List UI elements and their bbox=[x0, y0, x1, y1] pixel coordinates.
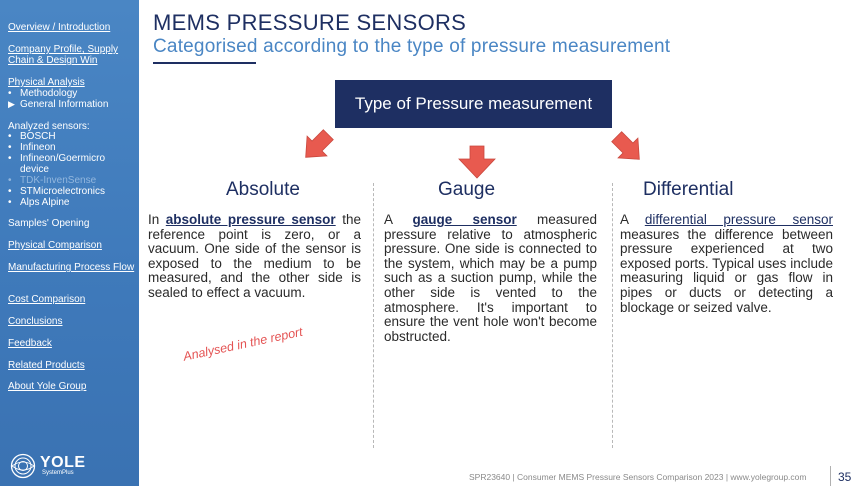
page-title: MEMS PRESSURE SENSORS bbox=[153, 10, 467, 35]
analyzed-sensors-list: • BOSCH • Infineon • Infineon/Goermicro dev… bbox=[8, 131, 136, 208]
nav-physical-analysis[interactable]: Physical Analysis bbox=[8, 77, 85, 88]
nav-general-information[interactable]: ▶ General Information bbox=[8, 99, 136, 110]
absolute-keyword: absolute pressure sensor bbox=[165, 212, 336, 227]
nav-cost-comparison[interactable]: Cost Comparison bbox=[8, 294, 86, 305]
nav-sensor-infineon-goermicro[interactable]: • Infineon/Goermicro device bbox=[8, 153, 136, 175]
nav-feedback[interactable]: Feedback bbox=[8, 338, 52, 349]
nav-sensor-label: Infineon bbox=[20, 142, 56, 153]
nav-sensor-label: BOSCH bbox=[20, 131, 56, 142]
bullet: • bbox=[8, 142, 12, 153]
text-segment: measures the difference between pressure… bbox=[620, 226, 833, 315]
absolute-description: In absolute pressure sensor the referenc… bbox=[148, 212, 361, 301]
nav-sensor-label: Alps Alpine bbox=[20, 197, 70, 208]
differential-keyword: differential pressure sensor bbox=[644, 212, 833, 227]
column-divider bbox=[612, 183, 613, 448]
bullet: • bbox=[8, 131, 12, 142]
nav-conclusions[interactable]: Conclusions bbox=[8, 316, 63, 327]
nav-sensor-label: Infineon/Goermicro device bbox=[20, 153, 106, 175]
page-number: 35 bbox=[838, 470, 852, 484]
analysed-in-report-stamp: Analysed in the report bbox=[182, 324, 304, 364]
yole-logo-icon bbox=[10, 453, 36, 479]
nav-general-information-label: General Information bbox=[20, 99, 109, 110]
absolute-title: Absolute bbox=[226, 179, 300, 200]
nav-company-profile[interactable]: Company Profile, Supply Chain & Design W… bbox=[8, 44, 119, 66]
text-segment: In bbox=[148, 212, 166, 227]
arrow-down-icon bbox=[458, 145, 496, 179]
current-page-marker-icon: ▶ bbox=[8, 99, 15, 109]
footer-text: SPR23640 | Consumer MEMS Pressure Sensor… bbox=[469, 472, 807, 482]
nav-samples-opening[interactable]: Samples' Opening bbox=[8, 218, 90, 229]
nav-methodology[interactable]: • Methodology bbox=[8, 88, 136, 99]
nav-sensor-alps-alpine[interactable]: • Alps Alpine bbox=[8, 197, 136, 208]
differential-description: A differential pressure sensor measures … bbox=[620, 212, 833, 315]
bullet: • bbox=[8, 88, 12, 99]
page-subtitle: Categorised according to the type of pre… bbox=[153, 36, 671, 57]
bullet: • bbox=[8, 175, 12, 186]
logo-text: YOLE SystemPlus bbox=[40, 455, 86, 477]
text-segment: the reference point is zero, or a vacuum… bbox=[148, 212, 361, 300]
category-box: Type of Pressure measurement bbox=[335, 80, 612, 128]
gauge-keyword: gauge sensor bbox=[412, 212, 517, 227]
footer-divider bbox=[830, 466, 831, 486]
text-segment: A bbox=[384, 212, 413, 227]
bullet: • bbox=[8, 153, 12, 164]
column-divider bbox=[373, 183, 374, 448]
nav-manufacturing-process-flow[interactable]: Manufacturing Process Flow bbox=[8, 262, 135, 273]
nav-sensor-label: TDK-InvenSense bbox=[20, 175, 97, 186]
yole-logo[interactable]: YOLE SystemPlus bbox=[10, 453, 86, 479]
bullet: • bbox=[8, 197, 12, 208]
bullet: • bbox=[8, 186, 12, 197]
nav-related-products[interactable]: Related Products bbox=[8, 360, 85, 371]
text-segment: A bbox=[620, 212, 645, 227]
nav-overview[interactable]: Overview / Introduction bbox=[8, 22, 111, 33]
nav-sensor-tdk-invensense[interactable]: • TDK-InvenSense bbox=[8, 175, 136, 186]
differential-title: Differential bbox=[643, 179, 734, 200]
nav-methodology-label: Methodology bbox=[20, 88, 78, 99]
nav-sensor-bosch[interactable]: • BOSCH bbox=[8, 131, 136, 142]
nav-physical-comparison[interactable]: Physical Comparison bbox=[8, 240, 102, 251]
arrow-down-left-icon bbox=[305, 129, 334, 158]
nav-sensor-infineon[interactable]: • Infineon bbox=[8, 142, 136, 153]
logo-sub: SystemPlus bbox=[42, 470, 74, 476]
analyzed-sensors-label: Analyzed sensors: bbox=[8, 121, 90, 132]
logo-name: YOLE bbox=[40, 454, 86, 471]
physical-analysis-sublist: • Methodology ▶ General Information bbox=[8, 88, 136, 110]
nav-sensor-stmicroelectronics[interactable]: • STMicroelectronics bbox=[8, 186, 136, 197]
gauge-description: A gauge sensor measured pressure relativ… bbox=[384, 212, 597, 344]
text-segment: measured pressure relative to atmospheri… bbox=[384, 212, 597, 344]
gauge-title: Gauge bbox=[438, 179, 496, 200]
nav-about-yole-group[interactable]: About Yole Group bbox=[8, 381, 87, 392]
arrow-down-right-icon bbox=[611, 131, 640, 160]
title-underline bbox=[153, 62, 256, 64]
nav-sensor-label: STMicroelectronics bbox=[20, 186, 106, 197]
sidebar: Overview / Introduction Company Profile,… bbox=[0, 0, 139, 486]
category-box-label: Type of Pressure measurement bbox=[354, 94, 593, 113]
